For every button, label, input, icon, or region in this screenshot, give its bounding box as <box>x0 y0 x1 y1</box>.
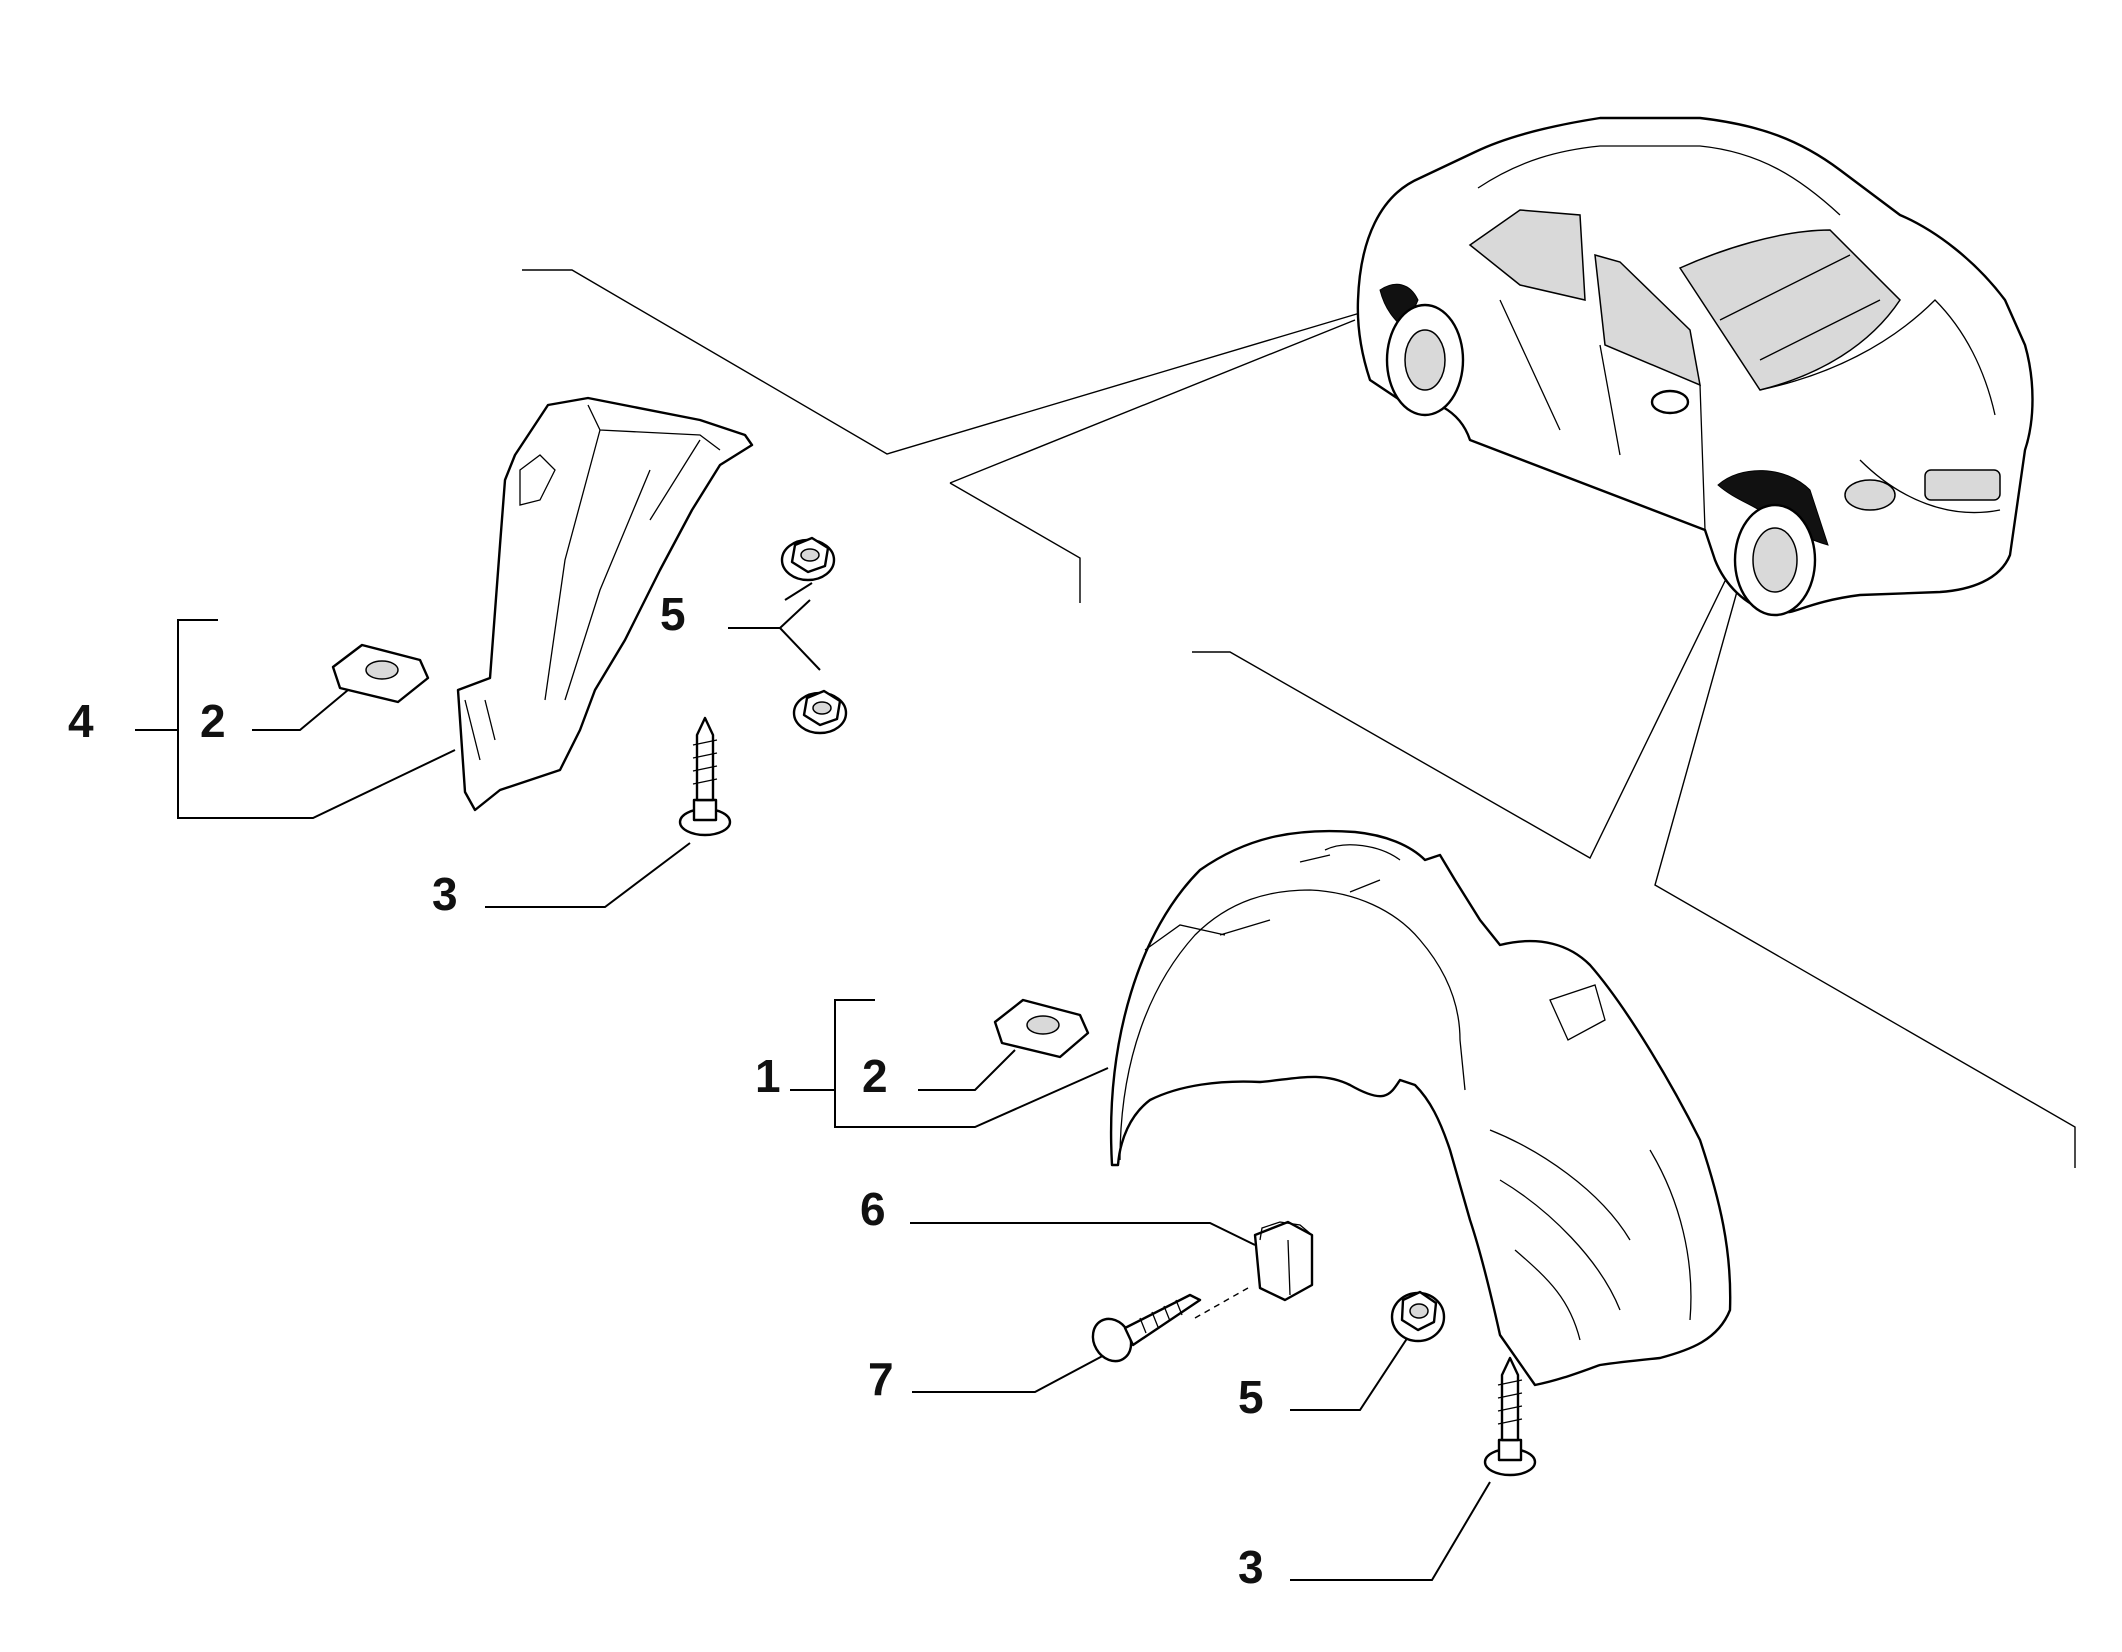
car-rear-rim <box>1404 329 1446 391</box>
callout-1: 1 <box>755 1050 781 1102</box>
plug-part <box>1253 1220 1314 1302</box>
car-mirror <box>1650 389 1690 415</box>
callout-5-right: 5 <box>1238 1371 1264 1423</box>
left-liner-part <box>456 396 754 812</box>
small-screw-part <box>1091 1293 1202 1363</box>
right-projection-line-top <box>1192 539 1746 859</box>
car-front-lower <box>1859 459 2001 514</box>
car-door-lines <box>1499 299 1706 531</box>
screw-axis-line <box>1194 1287 1249 1319</box>
car-windshield <box>1678 229 1901 391</box>
small-screw-thread <box>1139 1299 1183 1334</box>
bracket-assembly-1 <box>834 999 1109 1128</box>
leader-lines <box>135 269 2076 1581</box>
left-liner-slot <box>519 454 556 506</box>
right-clip-hole <box>1026 1015 1060 1035</box>
leader-5-left-b <box>779 627 821 671</box>
left-projection-line-top <box>522 269 1361 455</box>
left-screw-collar <box>692 798 718 822</box>
bracket-assembly-4 <box>177 619 456 819</box>
callout-4: 4 <box>68 695 94 747</box>
leader-2-right <box>918 1049 1016 1091</box>
car-dash <box>1719 254 1881 361</box>
car-roofline <box>1477 145 1841 216</box>
car-front-rim <box>1752 527 1798 593</box>
leader-3-right <box>1290 1481 1491 1581</box>
right-screw-thread <box>1497 1379 1523 1425</box>
plug-detail <box>1259 1221 1313 1296</box>
callout-6: 6 <box>860 1183 886 1235</box>
right-liner-body <box>1109 829 1732 1387</box>
right-liner-outer-edge <box>1649 1149 1692 1321</box>
left-nut-top <box>780 536 836 582</box>
leader-5-right <box>1290 1336 1409 1411</box>
callout-2-left: 2 <box>200 695 226 747</box>
plug-body <box>1253 1220 1314 1302</box>
left-liner-body <box>456 396 754 812</box>
left-liner-flap <box>464 699 496 761</box>
callout-3-left: 3 <box>432 868 458 920</box>
left-nut-bottom <box>792 689 848 735</box>
right-liner-inner-curve <box>1119 889 1466 1161</box>
right-liner-ribs <box>1489 1129 1631 1341</box>
car-hood-line <box>1759 299 1996 416</box>
right-liner-slot <box>1549 984 1606 1041</box>
left-screw-shank <box>695 716 715 802</box>
left-projection-to-car <box>949 319 1356 484</box>
left-clip-part <box>331 643 430 704</box>
callout-labels: 4 2 3 5 1 2 6 7 5 3 <box>68 588 1264 1593</box>
car-illustration <box>1356 116 2034 617</box>
right-nut-part <box>1390 1290 1446 1343</box>
callout-7: 7 <box>868 1353 894 1405</box>
left-screw-part <box>678 716 732 837</box>
right-projection-line-bottom <box>1654 544 2076 1168</box>
small-screw-shank <box>1123 1293 1202 1347</box>
right-liner-top-detail <box>1299 844 1401 863</box>
leader-5-left-stub <box>784 582 813 601</box>
left-clip-hole <box>365 660 399 680</box>
right-liner-part <box>1109 829 1732 1387</box>
right-clip-part <box>993 998 1090 1059</box>
car-headlight <box>1844 479 1896 511</box>
left-screw-thread <box>692 739 718 785</box>
right-liner-inner-ribs <box>1144 879 1381 951</box>
leader-5-left-a <box>728 599 811 629</box>
leader-2-left <box>252 689 349 731</box>
right-screw-shank <box>1500 1356 1520 1442</box>
car-rear-window <box>1468 209 1586 301</box>
right-screw-collar <box>1497 1438 1523 1462</box>
leader-6 <box>910 1222 1256 1246</box>
car-grille <box>1924 469 2001 501</box>
car-side-window <box>1594 253 1701 387</box>
callout-5-left: 5 <box>660 588 686 640</box>
left-liner-top-edge <box>587 404 721 451</box>
left-projection-line-bottom <box>949 482 1081 603</box>
right-screw-part <box>1483 1356 1537 1477</box>
left-liner-ribs <box>544 429 701 701</box>
callout-3-right: 3 <box>1238 1541 1264 1593</box>
leader-3-left <box>485 842 691 908</box>
callout-2-right: 2 <box>862 1050 888 1102</box>
leader-7 <box>912 1351 1111 1393</box>
